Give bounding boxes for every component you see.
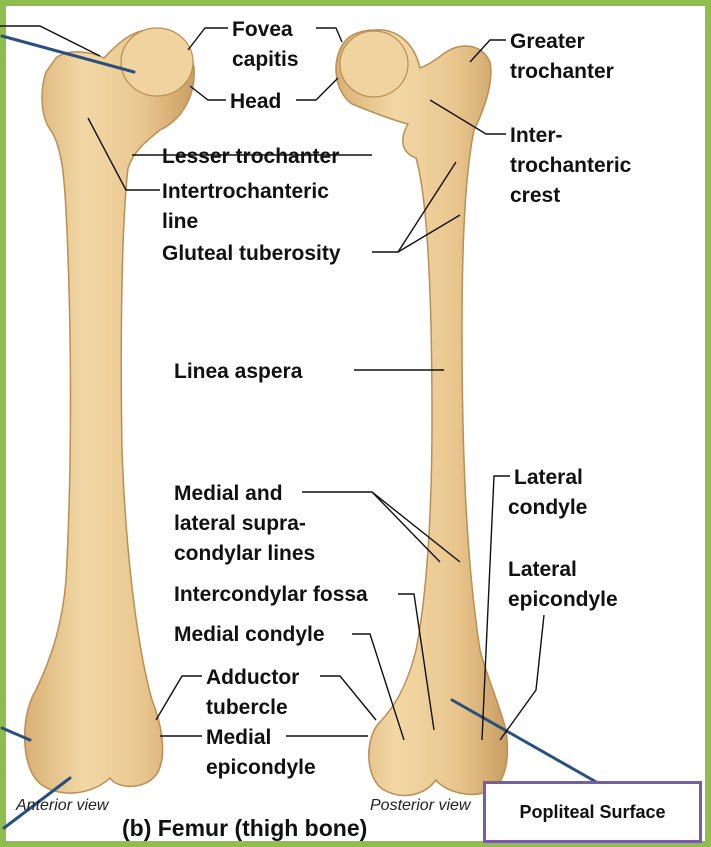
label-anterior-view: Anterior view [15,797,110,814]
label-supracondylar-1: Medial and [174,482,283,505]
label-head: Head [230,90,281,113]
posterior-head [340,31,408,97]
label-lateral-epicondyle-2: epicondyle [508,588,618,611]
label-linea-aspera: Linea aspera [174,360,303,383]
adductor-leader-right [320,676,376,720]
label-greater-trochanter-2: trochanter [510,60,614,83]
fovea-leader [188,28,228,50]
label-gluteal-tuberosity: Gluteal tuberosity [162,242,341,265]
adductor-leader-left [156,676,202,720]
label-fovea-1: Fovea [232,18,293,41]
fovea-leader-right [316,28,342,42]
popliteal-surface-label: Popliteal Surface [519,802,665,823]
label-adductor-1: Adductor [206,666,299,689]
label-intertrochanteric-line-1: Intertrochanteric [162,180,329,203]
figure-caption: (b) Femur (thigh bone) [122,815,367,841]
label-supracondylar-2: lateral supra- [174,512,306,535]
label-adductor-2: tubercle [206,696,288,719]
label-medial-condyle: Medial condyle [174,623,325,646]
label-medial-epicondyle-1: Medial [206,726,271,749]
label-fovea-2: capitis [232,48,299,71]
label-lateral-epicondyle-1: Lateral [508,558,577,581]
label-intertrochanteric-line-2: line [162,210,198,233]
head-leader-right [296,78,338,100]
label-supracondylar-3: condylar lines [174,542,315,565]
anterior-head [121,28,193,96]
label-posterior-view: Posterior view [370,797,472,814]
label-inter-crest-2: trochanteric [510,154,632,177]
supracondylar-leader-1 [302,492,440,562]
label-lateral-condyle-1: Lateral [514,466,583,489]
label-inter-crest-3: crest [510,184,560,207]
posterior-femur-bone [336,30,507,796]
label-greater-trochanter-1: Greater [510,30,585,53]
label-intercondylar-fossa: Intercondylar fossa [174,583,368,606]
label-medial-epicondyle-2: epicondyle [206,756,316,779]
label-lesser-trochanter: Lesser trochanter [162,145,339,168]
popliteal-surface-box: Popliteal Surface [483,781,702,843]
label-lateral-condyle-2: condyle [508,496,587,519]
label-inter-crest-1: Inter- [510,124,563,147]
head-leader [190,86,226,100]
lateral-epicondyle-leader [500,615,544,740]
